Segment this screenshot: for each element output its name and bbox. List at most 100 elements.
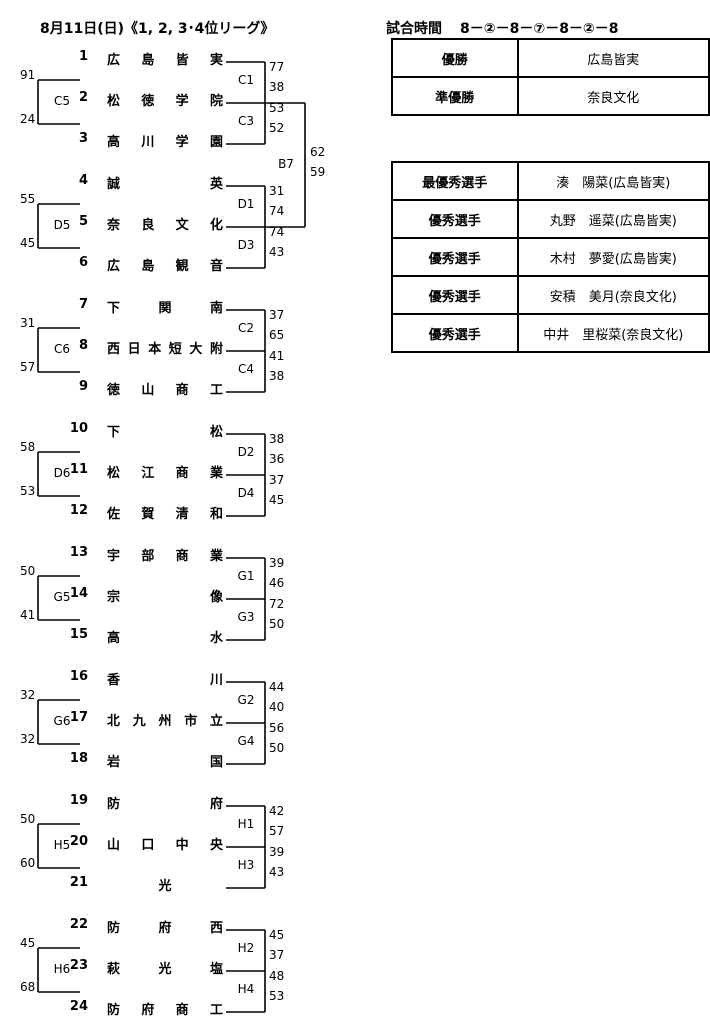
team-name-char: 川 [141, 135, 155, 150]
match-code: G6 [53, 714, 71, 728]
team-name-char: 香 [107, 673, 121, 688]
team-number: 7 [78, 297, 88, 312]
team-name-char: 部 [141, 549, 155, 564]
match-code: C3 [237, 113, 254, 128]
team-name: 下関南 [107, 297, 223, 316]
team-name-char: 日 [127, 342, 141, 357]
team-name-char: 市 [184, 714, 198, 729]
match-code: D4 [237, 485, 255, 500]
match-score: 41 [269, 349, 285, 363]
team-name: 高川学園 [107, 131, 223, 150]
runner-up-value: 奈良文化 [516, 76, 710, 116]
team-name-char: 商 [175, 383, 189, 398]
match-code: H4 [237, 981, 255, 996]
team-name-char: 府 [141, 1003, 155, 1018]
match-score: 68 [20, 980, 36, 994]
team-number: 16 [69, 669, 88, 684]
match-score: 37 [269, 948, 285, 962]
team-number: 10 [69, 421, 88, 436]
match-score: 40 [269, 700, 285, 714]
team-name-char: 九 [132, 714, 146, 729]
match-score: 53 [269, 989, 285, 1003]
team-name-char: 光 [158, 879, 172, 894]
match-score: 58 [20, 440, 36, 454]
team-name: 萩光塩 [107, 958, 223, 977]
team-name-char: 立 [209, 714, 223, 729]
award-value: 丸野 遥菜(広島皆実) [516, 199, 710, 239]
team-name-char: 島 [141, 53, 155, 68]
team-name-char: 文 [175, 218, 189, 233]
match-score: 55 [20, 192, 36, 206]
award-value: 中井 里桜菜(奈良文化) [516, 313, 710, 353]
match-score: 45 [20, 936, 36, 950]
team-number: 11 [69, 462, 88, 477]
team-name: 下松 [107, 421, 223, 440]
team-name-char: 短 [168, 342, 182, 357]
team-name-char: 業 [209, 549, 223, 564]
match-code: D2 [237, 444, 255, 459]
team-name-char: 化 [209, 218, 223, 233]
team-name: 松江商業 [107, 462, 223, 481]
match-score: 43 [269, 245, 285, 259]
page-title: 8月11日(日)《1, 2, 3･4位リーグ》 [40, 21, 275, 37]
team-number: 17 [69, 710, 88, 725]
team-name-char: 防 [107, 921, 121, 936]
match-score: 32 [20, 732, 36, 746]
team-number: 12 [69, 503, 88, 518]
team-name: 防府 [107, 793, 223, 812]
match-score: 74 [269, 204, 285, 218]
team-name: 防府商工 [107, 999, 223, 1018]
team-name-char: 下 [107, 301, 121, 316]
table-row: 準優勝 奈良文化 [391, 76, 710, 116]
match-code: D3 [237, 237, 255, 252]
team-name: 岩国 [107, 751, 223, 770]
team-name-char: 光 [158, 962, 172, 977]
table-row: 優秀選手 安積 美月(奈良文化) [391, 275, 710, 315]
match-code: H5 [53, 838, 71, 852]
team-number: 13 [69, 545, 88, 560]
team-number: 1 [78, 49, 88, 64]
match-score: 36 [269, 452, 285, 466]
team-name: 佐賀清和 [107, 503, 223, 522]
team-name-char: 徳 [141, 94, 155, 109]
team-number: 15 [69, 627, 88, 642]
team-name: 山口中央 [107, 834, 223, 853]
match-score: 41 [20, 608, 36, 622]
team-name: 徳山商工 [107, 379, 223, 398]
team-name-char: 佐 [107, 507, 121, 522]
match-score: 65 [269, 328, 285, 342]
team-name-char: 工 [209, 1003, 223, 1018]
match-score: 39 [269, 845, 285, 859]
match-score: 32 [20, 688, 36, 702]
match-score: 57 [20, 360, 36, 374]
team-name-char: 商 [175, 549, 189, 564]
match-score: 45 [269, 928, 285, 942]
match-code: D1 [237, 196, 255, 211]
match-score: 45 [20, 236, 36, 250]
team-name: 西日本短大附 [107, 338, 223, 357]
match-score: 50 [269, 617, 285, 631]
team-name: 防府西 [107, 917, 223, 936]
team-number: 6 [78, 255, 88, 270]
team-name-char: 園 [209, 135, 223, 150]
match-code: C1 [237, 72, 254, 87]
team-name-char: 松 [107, 94, 121, 109]
champion-label: 優勝 [391, 38, 519, 78]
team-name-char: 清 [175, 507, 189, 522]
team-name: 高水 [107, 627, 223, 646]
team-number: 24 [69, 999, 88, 1014]
team-name-char: 音 [209, 259, 223, 274]
team-name-char: 業 [209, 466, 223, 481]
award-value: 安積 美月(奈良文化) [516, 275, 710, 315]
award-value: 木村 夢愛(広島皆実) [516, 237, 710, 277]
team-name-char: 皆 [175, 53, 189, 68]
match-code: C2 [237, 320, 254, 335]
team-name-char: 院 [209, 94, 223, 109]
match-score: 39 [269, 556, 285, 570]
team-name-char: 北 [107, 714, 121, 729]
table-row: 優秀選手 中井 里桜菜(奈良文化) [391, 313, 710, 353]
team-name-char: 広 [107, 53, 121, 68]
match-code: H3 [237, 857, 255, 872]
champion-value: 広島皆実 [516, 38, 710, 78]
team-name-char: 商 [175, 1003, 189, 1018]
